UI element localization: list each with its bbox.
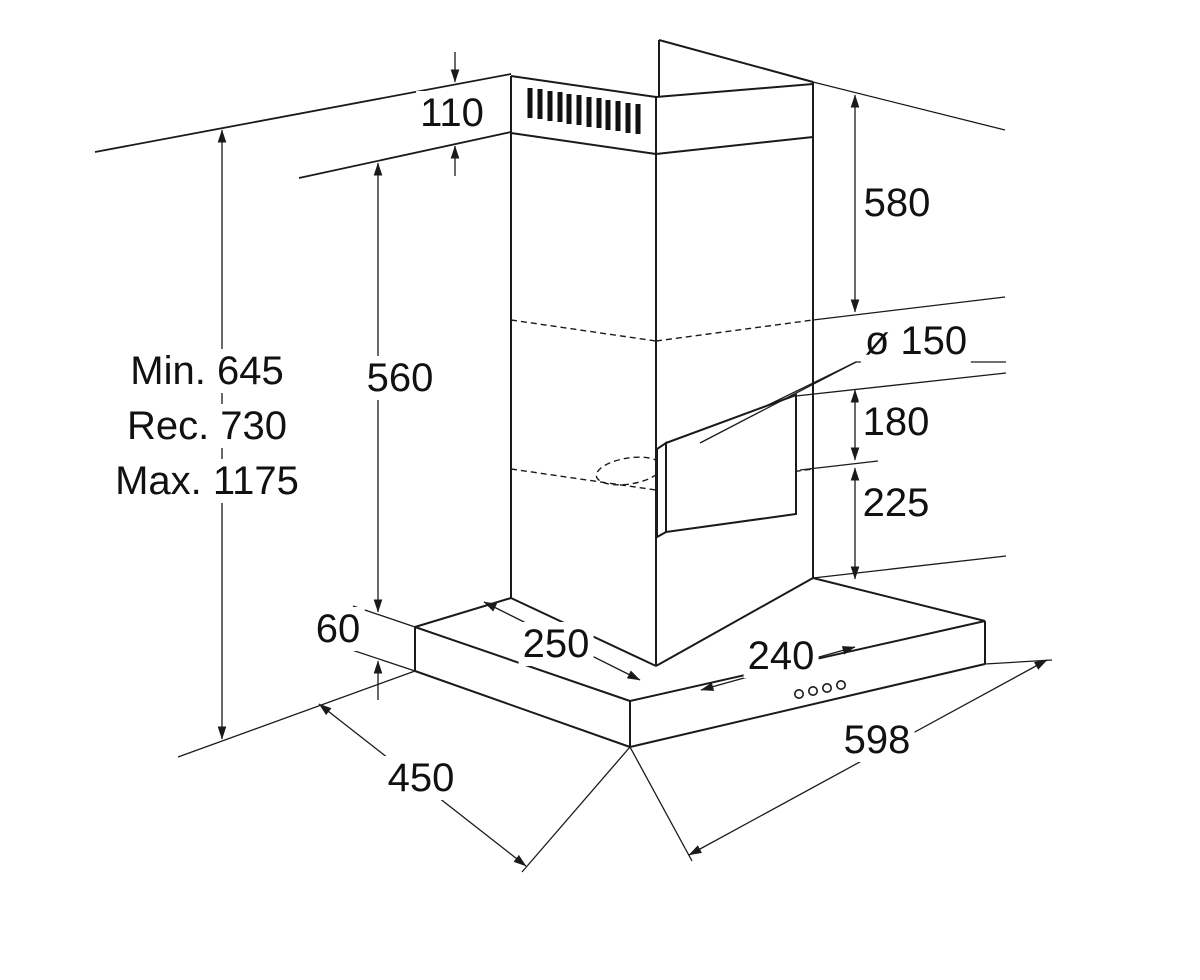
ext-450-bottom [521, 746, 631, 873]
leader-duct-diameter-1 [699, 361, 857, 444]
mounting-bracket [658, 39, 814, 137]
joint-dashed-right [655, 319, 814, 342]
dim-label-180: 180 [858, 400, 934, 444]
dimension-lines [217, 52, 1048, 867]
dim-label-225: 225 [858, 481, 934, 525]
spigot-front-face [665, 393, 797, 534]
dim-label-max-1175: Max. 1175 [111, 459, 303, 503]
lower-joint-dashed-left [510, 468, 657, 491]
dim-label-560: 560 [362, 356, 438, 400]
dim-label-rec-730: Rec. 730 [122, 404, 292, 448]
duct-spigot-box [656, 393, 797, 539]
bracket-top-edge [658, 39, 814, 83]
dim-label-250: 250 [518, 622, 594, 666]
control-button [807, 685, 818, 696]
ext-hood-bottom-projection [177, 670, 416, 758]
hood-top-back-right-edge [812, 577, 986, 622]
chimney-top-right-edge [655, 83, 814, 98]
chimney-base-right-edge [655, 577, 814, 667]
ext-hood-bottom-left [351, 649, 416, 672]
dim-label-580: 580 [859, 181, 935, 225]
extension-lines [177, 81, 1053, 873]
control-buttons [793, 679, 846, 699]
ext-225-bottom [812, 555, 1007, 579]
chimney-cap-right-edge [655, 136, 814, 155]
dim-label-diameter-150: ø 150 [860, 319, 972, 363]
leader-duct-diameter-2 [761, 361, 857, 409]
ext-180-top [795, 372, 1007, 397]
control-button [835, 679, 846, 690]
joint-dashed-left [510, 319, 657, 342]
hood-bottom-front-left-edge [414, 670, 631, 748]
chimney-cap-extension-line [298, 131, 512, 179]
ext-598-left [629, 746, 693, 862]
ext-180-225-mid [799, 460, 879, 471]
chimney-top-left-edge [510, 75, 657, 98]
dim-label-110: 110 [416, 91, 488, 135]
dim-label-min-645: Min. 645 [126, 349, 288, 393]
duct-outlet-ellipse [595, 456, 663, 486]
control-button [793, 688, 804, 699]
control-button [821, 682, 832, 693]
dim-label-240: 240 [743, 634, 819, 678]
spigot-side-face [656, 441, 667, 539]
dim-label-598: 598 [839, 718, 915, 762]
ext-580-top [812, 81, 1006, 131]
chimney [510, 75, 814, 667]
vent-grille [527, 88, 641, 134]
ext-580-bottom [812, 296, 1006, 321]
dim-label-60: 60 [311, 607, 365, 651]
hood-top-back-left-edge [414, 597, 512, 628]
dim-label-450: 450 [383, 756, 459, 800]
wall-top-line [94, 73, 512, 153]
wall-reference-lines [94, 73, 512, 179]
chimney-cap-left-edge [510, 132, 657, 155]
